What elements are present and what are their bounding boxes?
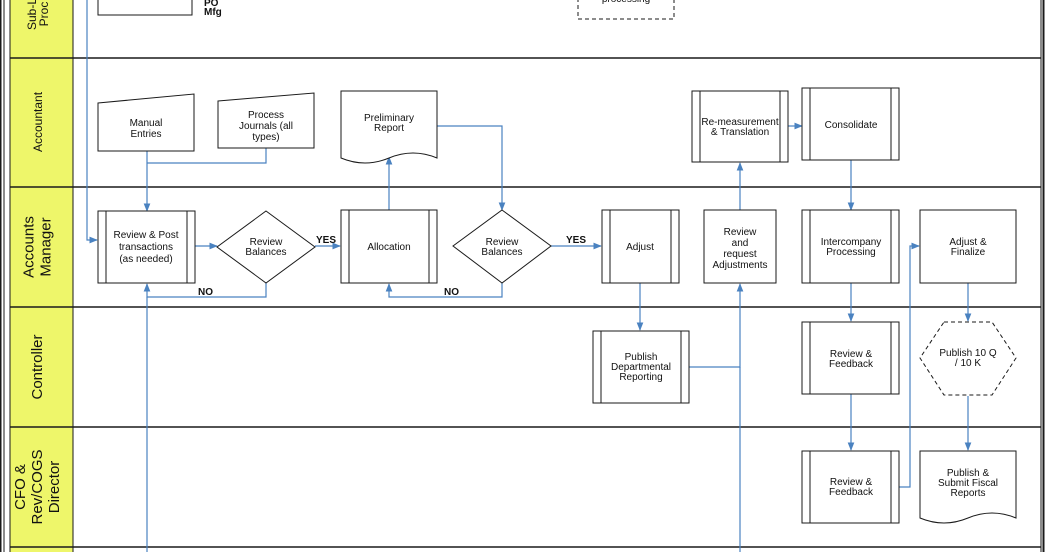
node-review-feedback-cfo: Review &Feedback xyxy=(829,477,874,498)
node-consolidate-shape xyxy=(801,87,900,161)
node-review-balances-2-shape xyxy=(452,209,552,284)
node-review-balances-1-shape xyxy=(216,210,316,284)
node-review-feedback-cfo-shape xyxy=(801,450,900,524)
node-consolidate: Consolidate xyxy=(825,120,878,131)
node-review-feedback-controller-shape xyxy=(801,321,900,395)
node-remeasurement: Re-measurement& Translation xyxy=(701,117,778,138)
edge-label-no-1: NO xyxy=(198,287,213,298)
node-intercompany-shape xyxy=(801,209,900,284)
edge-label-no-2: NO xyxy=(444,287,459,298)
lane-label-accountant: Accountant xyxy=(31,91,45,152)
node-allocation: Allocation xyxy=(367,242,410,253)
node-manual-entries-shape xyxy=(97,93,195,152)
node-publish-10q-shape xyxy=(919,321,1017,396)
lane-label-strips xyxy=(9,0,74,552)
connectors xyxy=(86,0,972,552)
node-review-feedback-controller: Review &Feedback xyxy=(829,349,874,370)
node-publish-10q: Publish 10 Q/ 10 K xyxy=(939,348,996,369)
node-process-journals-shape xyxy=(217,92,315,149)
edge-label-yes-1: YES xyxy=(316,235,336,246)
node-review-request-shape xyxy=(703,209,777,284)
node-review-post-shape xyxy=(97,210,196,284)
edge-label-yes-2: YES xyxy=(566,235,586,246)
node-publish-departmental-shape xyxy=(592,330,690,404)
lane-separators xyxy=(10,57,1041,548)
lane-label-cfo: CFO &Rev/COGSDirector xyxy=(12,449,63,524)
sub-lane-box xyxy=(97,0,193,16)
lane-label-sub: Sub-LProc xyxy=(25,0,51,30)
node-adjust-finalize: Adjust &Finalize xyxy=(949,237,987,258)
lane-label-controller: Controller xyxy=(29,334,46,399)
node-processing: processing xyxy=(602,0,650,5)
node-adjust-shape xyxy=(601,209,680,284)
node-publish-fiscal-shape xyxy=(919,450,1017,524)
node-adjust: Adjust xyxy=(626,242,654,253)
node-remeasurement-shape xyxy=(691,90,789,163)
node-allocation-shape xyxy=(340,209,438,284)
lane-label-accounts-manager: AccountsManager xyxy=(21,216,55,278)
node-preliminary-report-shape xyxy=(340,90,438,164)
node-adjust-finalize-shape xyxy=(919,209,1017,284)
node-processing-box xyxy=(577,0,675,20)
